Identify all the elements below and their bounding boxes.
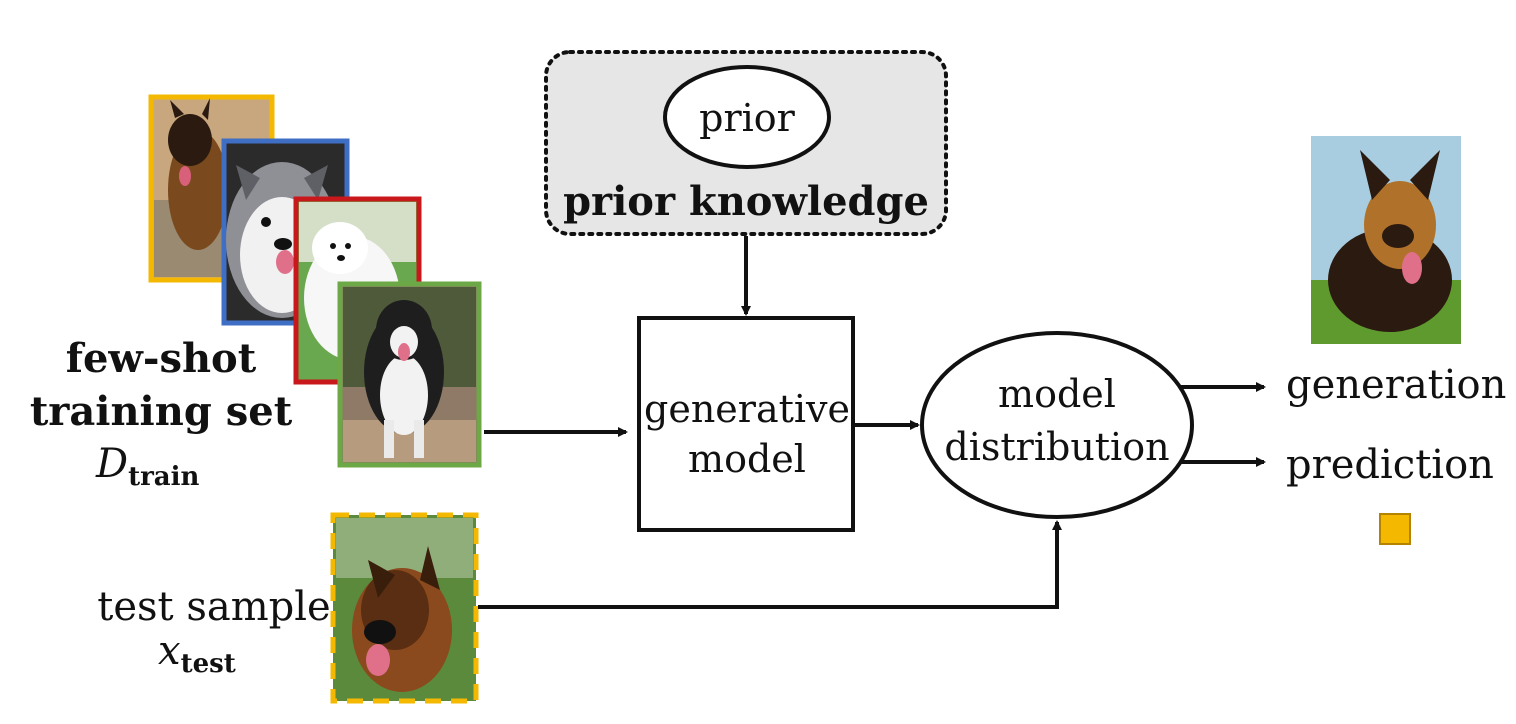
test-sample-symbol: xtest bbox=[158, 628, 236, 679]
training-set-symbol: Dtrain bbox=[95, 441, 200, 492]
prediction-marker bbox=[1379, 513, 1411, 545]
prior-label: prior bbox=[699, 96, 796, 140]
training-image-stack bbox=[148, 94, 482, 468]
german-shepherd-head-photo-icon bbox=[330, 512, 479, 704]
prior-knowledge-title: prior knowledge bbox=[563, 178, 929, 225]
test-sample-label: test sample bbox=[97, 584, 330, 630]
generative-model-box: generative model bbox=[637, 316, 855, 532]
model-distribution-line2: distribution bbox=[944, 425, 1169, 469]
generative-model-line1: generative bbox=[644, 387, 850, 431]
model-distribution-line1: model bbox=[998, 372, 1116, 416]
model-distribution-ellipse: model distribution bbox=[920, 331, 1194, 519]
training-set-label-line1: few-shot bbox=[66, 335, 257, 382]
prediction-label: prediction bbox=[1286, 442, 1494, 488]
prior-ellipse bbox=[663, 65, 831, 169]
prior-knowledge-box: prior prior knowledge bbox=[544, 50, 948, 236]
training-set-label-line2: training set bbox=[30, 388, 293, 435]
malamute-photo-icon bbox=[337, 281, 482, 468]
generative-model-line2: model bbox=[688, 437, 806, 481]
german-shepherd-lying-photo-icon bbox=[1311, 136, 1461, 344]
arrow-test-to-distribution bbox=[478, 520, 1062, 609]
generation-label: generation bbox=[1286, 362, 1506, 408]
